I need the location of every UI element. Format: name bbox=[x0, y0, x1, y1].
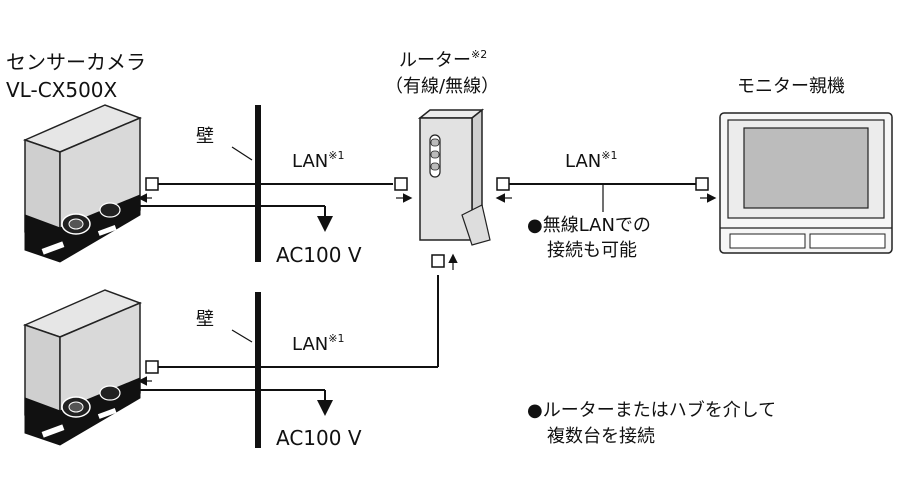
wireless-note-line1: ●無線LANでの bbox=[527, 215, 651, 236]
sensor-camera-2 bbox=[22, 289, 143, 446]
camera-model: VL-CX500X bbox=[6, 78, 118, 102]
router-name: ルーター※2 bbox=[399, 48, 488, 71]
router-port-bottom bbox=[431, 254, 445, 268]
lan-port-camera-2 bbox=[145, 360, 159, 374]
lan-port-camera-1 bbox=[145, 177, 159, 191]
wall-label-2: 壁 bbox=[196, 309, 214, 330]
monitor-port bbox=[695, 177, 709, 191]
monitor-master-unit bbox=[719, 112, 893, 254]
camera-name: センサーカメラ bbox=[6, 50, 146, 74]
sensor-camera-1 bbox=[22, 104, 143, 263]
hub-note-line2: 複数台を接続 bbox=[547, 426, 655, 447]
router-port-left bbox=[394, 177, 408, 191]
router-note: ※2 bbox=[471, 48, 488, 61]
router bbox=[417, 108, 491, 246]
hub-note-line1: ●ルーターまたはハブを介して bbox=[527, 400, 777, 421]
lan-label-3: LAN※1 bbox=[565, 149, 618, 172]
router-type: （有線/無線） bbox=[385, 76, 500, 97]
lan-label-1: LAN※1 bbox=[292, 149, 345, 172]
wireless-note-line2: 接続も可能 bbox=[547, 240, 637, 261]
ac-label-1: AC100 V bbox=[276, 243, 362, 267]
lan-label-2: LAN※1 bbox=[292, 332, 345, 355]
wall-label-1: 壁 bbox=[196, 126, 214, 147]
ac-label-2: AC100 V bbox=[276, 426, 362, 450]
router-port-right bbox=[496, 177, 510, 191]
monitor-name: モニター親機 bbox=[737, 76, 845, 97]
